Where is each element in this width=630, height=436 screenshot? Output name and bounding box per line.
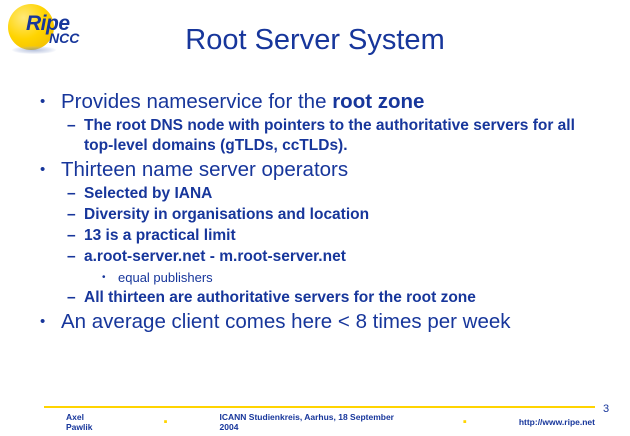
slide-page-number: 3 [603, 403, 610, 415]
bullet-text: a.root-server.net - m.root-server.net [84, 248, 346, 265]
bullet-marker-dash-icon: – [67, 289, 76, 306]
footer-separator-icon: ▪ [163, 415, 168, 428]
bullet-level2: – The root DNS node with pointers to the… [67, 116, 608, 156]
bullet-level2: – 13 is a practical limit [67, 226, 608, 246]
bullet-text-emphasis: root zone [332, 90, 425, 113]
bullet-marker-dash-icon: – [67, 185, 76, 202]
slide-footer: Axel Pawlik ▪ ICANN Studienkreis, Aarhus… [44, 412, 595, 432]
bullet-level1: • Provides nameservice for the root zone [36, 89, 608, 115]
footer-url[interactable]: http://www.ripe.net [518, 417, 595, 427]
footer-separator-icon: ▪ [462, 415, 467, 428]
bullet-marker-dot-small-icon: • [102, 272, 106, 283]
bullet-marker-dot-icon: • [40, 161, 46, 178]
bullet-text: The root DNS node with pointers to the a… [84, 117, 575, 154]
footer-event: ICANN Studienkreis, Aarhus, 18 September… [219, 412, 394, 432]
slide-title: Root Server System [185, 24, 445, 56]
bullet-marker-dash-icon: – [67, 248, 76, 265]
bullet-text: Selected by IANA [84, 185, 213, 202]
bullet-text: All thirteen are authoritative servers f… [84, 289, 476, 306]
bullet-marker-dash-icon: – [67, 117, 76, 134]
bullet-text: equal publishers [118, 270, 213, 285]
bullet-text: Thirteen name server operators [61, 158, 349, 181]
logo-wordmark-ncc: NCC [49, 30, 80, 46]
bullet-level3: • equal publishers [102, 268, 608, 287]
bullet-text: An average client comes here < 8 times p… [61, 310, 511, 333]
bullet-level1: • Thirteen name server operators [36, 157, 608, 183]
bullet-level2: – a.root-server.net - m.root-server.net [67, 247, 608, 267]
bullet-level1: • An average client comes here < 8 times… [36, 309, 608, 335]
bullet-text: Diversity in organisations and location [84, 206, 370, 223]
ripe-ncc-logo: Ripe NCC [4, 2, 90, 56]
footer-author: Axel Pawlik [66, 412, 93, 432]
bullet-text: 13 is a practical limit [84, 227, 236, 244]
bullet-text: Provides nameservice for the root zone [61, 89, 608, 115]
bullet-text-plain: Provides nameservice for the [61, 90, 333, 113]
bullet-marker-dot-icon: • [40, 313, 46, 330]
slide-body: • Provides nameservice for the root zone… [36, 89, 608, 336]
bullet-level2: – All thirteen are authoritative servers… [67, 288, 608, 308]
logo-wordmark-ripe: Ripe [26, 12, 70, 35]
logo-shadow-icon [12, 46, 56, 54]
bullet-marker-dot-icon: • [40, 93, 46, 110]
footer-divider [44, 406, 595, 408]
logo-ball-icon [8, 4, 54, 50]
bullet-level2: – Selected by IANA [67, 184, 608, 204]
bullet-marker-dash-icon: – [67, 206, 76, 223]
bullet-level2: – Diversity in organisations and locatio… [67, 205, 608, 225]
bullet-marker-dash-icon: – [67, 227, 76, 244]
